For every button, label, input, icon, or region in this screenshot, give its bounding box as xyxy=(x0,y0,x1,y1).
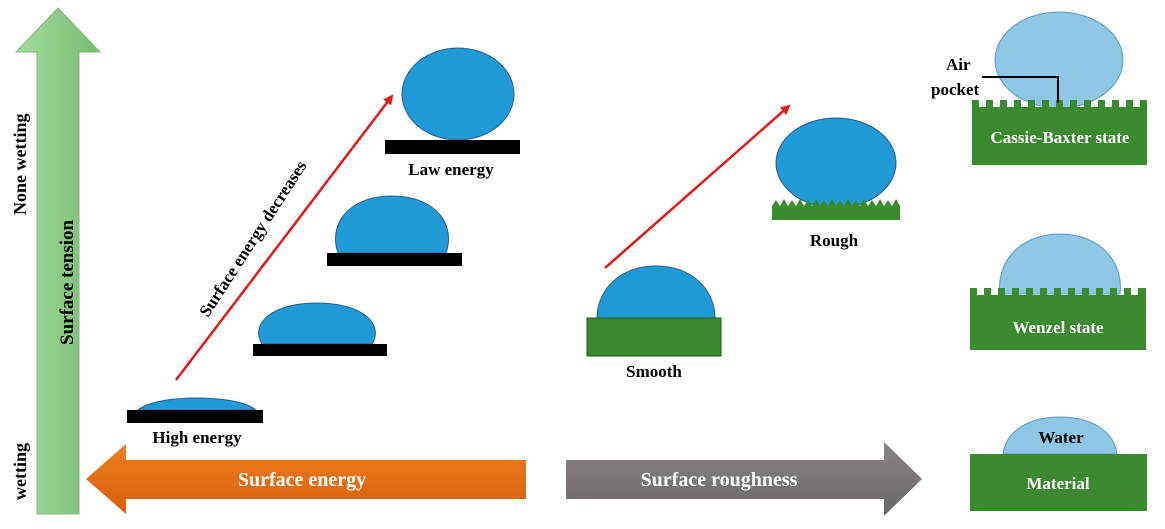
high-energy-label: High energy xyxy=(152,428,242,447)
law-energy-droplet xyxy=(401,47,515,141)
air-pocket-label-line1: Air xyxy=(946,55,971,74)
smooth-droplet xyxy=(596,265,716,319)
smooth-label: Smooth xyxy=(626,362,682,381)
water-label: Water xyxy=(1038,428,1084,447)
cassie-baxter-substrate xyxy=(972,100,1147,165)
none-wetting-label: None wetting xyxy=(10,114,30,216)
law-energy-plate xyxy=(385,140,520,154)
surface-roughness-arrow xyxy=(566,442,922,516)
water-droplet xyxy=(1002,416,1118,455)
medium-low-energy-droplet xyxy=(334,195,450,254)
surface-energy-decreases-label: Surface energy decreases xyxy=(195,157,310,320)
surface-tension-arrow xyxy=(14,7,102,515)
high-energy-droplet xyxy=(136,397,258,411)
surface-energy-arrow xyxy=(86,444,526,514)
air-pocket-label-line2: pocket xyxy=(931,80,980,99)
medium-high-energy-plate xyxy=(253,344,387,356)
cassie-baxter-label: Cassie-Baxter state xyxy=(991,128,1130,147)
surface-tension-label: Surface tension xyxy=(57,219,78,345)
roughness-red-arrow xyxy=(604,104,791,269)
surface-energy-red-arrow xyxy=(175,94,394,381)
wenzel-substrate xyxy=(970,288,1146,350)
law-energy-label: Law energy xyxy=(408,160,494,179)
surface-roughness-label: Surface roughness xyxy=(641,469,798,491)
material-label: Material xyxy=(1026,474,1090,493)
wenzel-droplet xyxy=(999,233,1121,295)
high-energy-plate xyxy=(127,410,263,423)
wenzel-label: Wenzel state xyxy=(1012,318,1104,337)
medium-high-energy-droplet xyxy=(258,302,376,345)
medium-low-energy-plate xyxy=(327,253,462,266)
surface-energy-label: Surface energy xyxy=(238,469,366,491)
rough-substrate xyxy=(772,199,900,220)
smooth-substrate xyxy=(586,317,722,357)
wetting-label: wetting xyxy=(10,443,30,500)
air-pocket-pointer xyxy=(982,76,1059,103)
rough-droplet xyxy=(775,117,897,209)
rough-label: Rough xyxy=(810,231,859,250)
material-substrate xyxy=(970,454,1147,511)
